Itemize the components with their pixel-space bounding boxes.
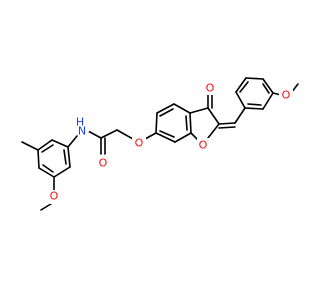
bond-double	[218, 126, 236, 129]
bond	[67, 135, 78, 148]
bond	[155, 112, 158, 134]
bond	[51, 139, 69, 148]
bond	[67, 146, 71, 168]
bond	[244, 107, 264, 110]
ketone-oxygen-atom: O	[203, 81, 217, 95]
bond	[189, 112, 192, 134]
bond	[245, 77, 264, 80]
bond	[38, 167, 55, 178]
bond-double-inner	[262, 83, 270, 94]
bond	[173, 103, 191, 114]
nitrogen-label: N	[78, 125, 86, 138]
bond-double-inner	[42, 164, 54, 173]
bond	[174, 132, 192, 143]
bond	[155, 132, 176, 143]
bond	[100, 129, 118, 139]
bond-double-inner	[239, 81, 249, 93]
bond-double-inner	[185, 115, 188, 131]
bond-double-inner	[247, 103, 262, 106]
furan-oxygen-atom: O	[197, 138, 211, 152]
oxygen-label: O	[282, 89, 291, 102]
bond	[262, 92, 274, 110]
bond	[21, 141, 39, 151]
bond-double-inner	[159, 130, 175, 138]
bond	[116, 129, 134, 140]
bond-layer	[21, 77, 299, 211]
bond	[87, 130, 102, 139]
oxygen-label: O	[199, 139, 208, 152]
amide-carbonyl-oxygen-atom: O	[96, 156, 110, 170]
ether-oxygen-atom: O	[132, 136, 146, 150]
bond	[37, 149, 40, 169]
bond	[37, 139, 53, 151]
bond-double-inner	[41, 144, 54, 153]
nitrogen-atom: H N	[75, 116, 89, 138]
benzylidene-methoxy-oxygen-atom: O	[279, 88, 293, 102]
bond	[235, 91, 246, 109]
oxygen-label: O	[99, 157, 108, 170]
oxygen-label: O	[50, 190, 59, 203]
bond	[189, 107, 209, 114]
bond	[218, 122, 236, 125]
hydrogen-label: H	[76, 116, 84, 129]
aryl-methoxy-oxygen-atom: O	[48, 190, 62, 204]
bond	[156, 103, 175, 114]
bond	[53, 166, 71, 178]
bond	[234, 107, 246, 124]
molecule-diagram: H N O O O O O O	[21, 77, 299, 211]
bond	[262, 78, 274, 94]
bond	[207, 123, 220, 139]
oxygen-label: O	[135, 137, 144, 150]
bond	[235, 77, 247, 93]
bond	[144, 132, 157, 140]
bond	[207, 107, 220, 125]
bond-double-inner	[63, 149, 67, 165]
bond-double-inner	[159, 108, 174, 117]
oxygen-label: O	[206, 82, 215, 95]
atom-label-layer: H N O O O O O O	[48, 81, 293, 204]
